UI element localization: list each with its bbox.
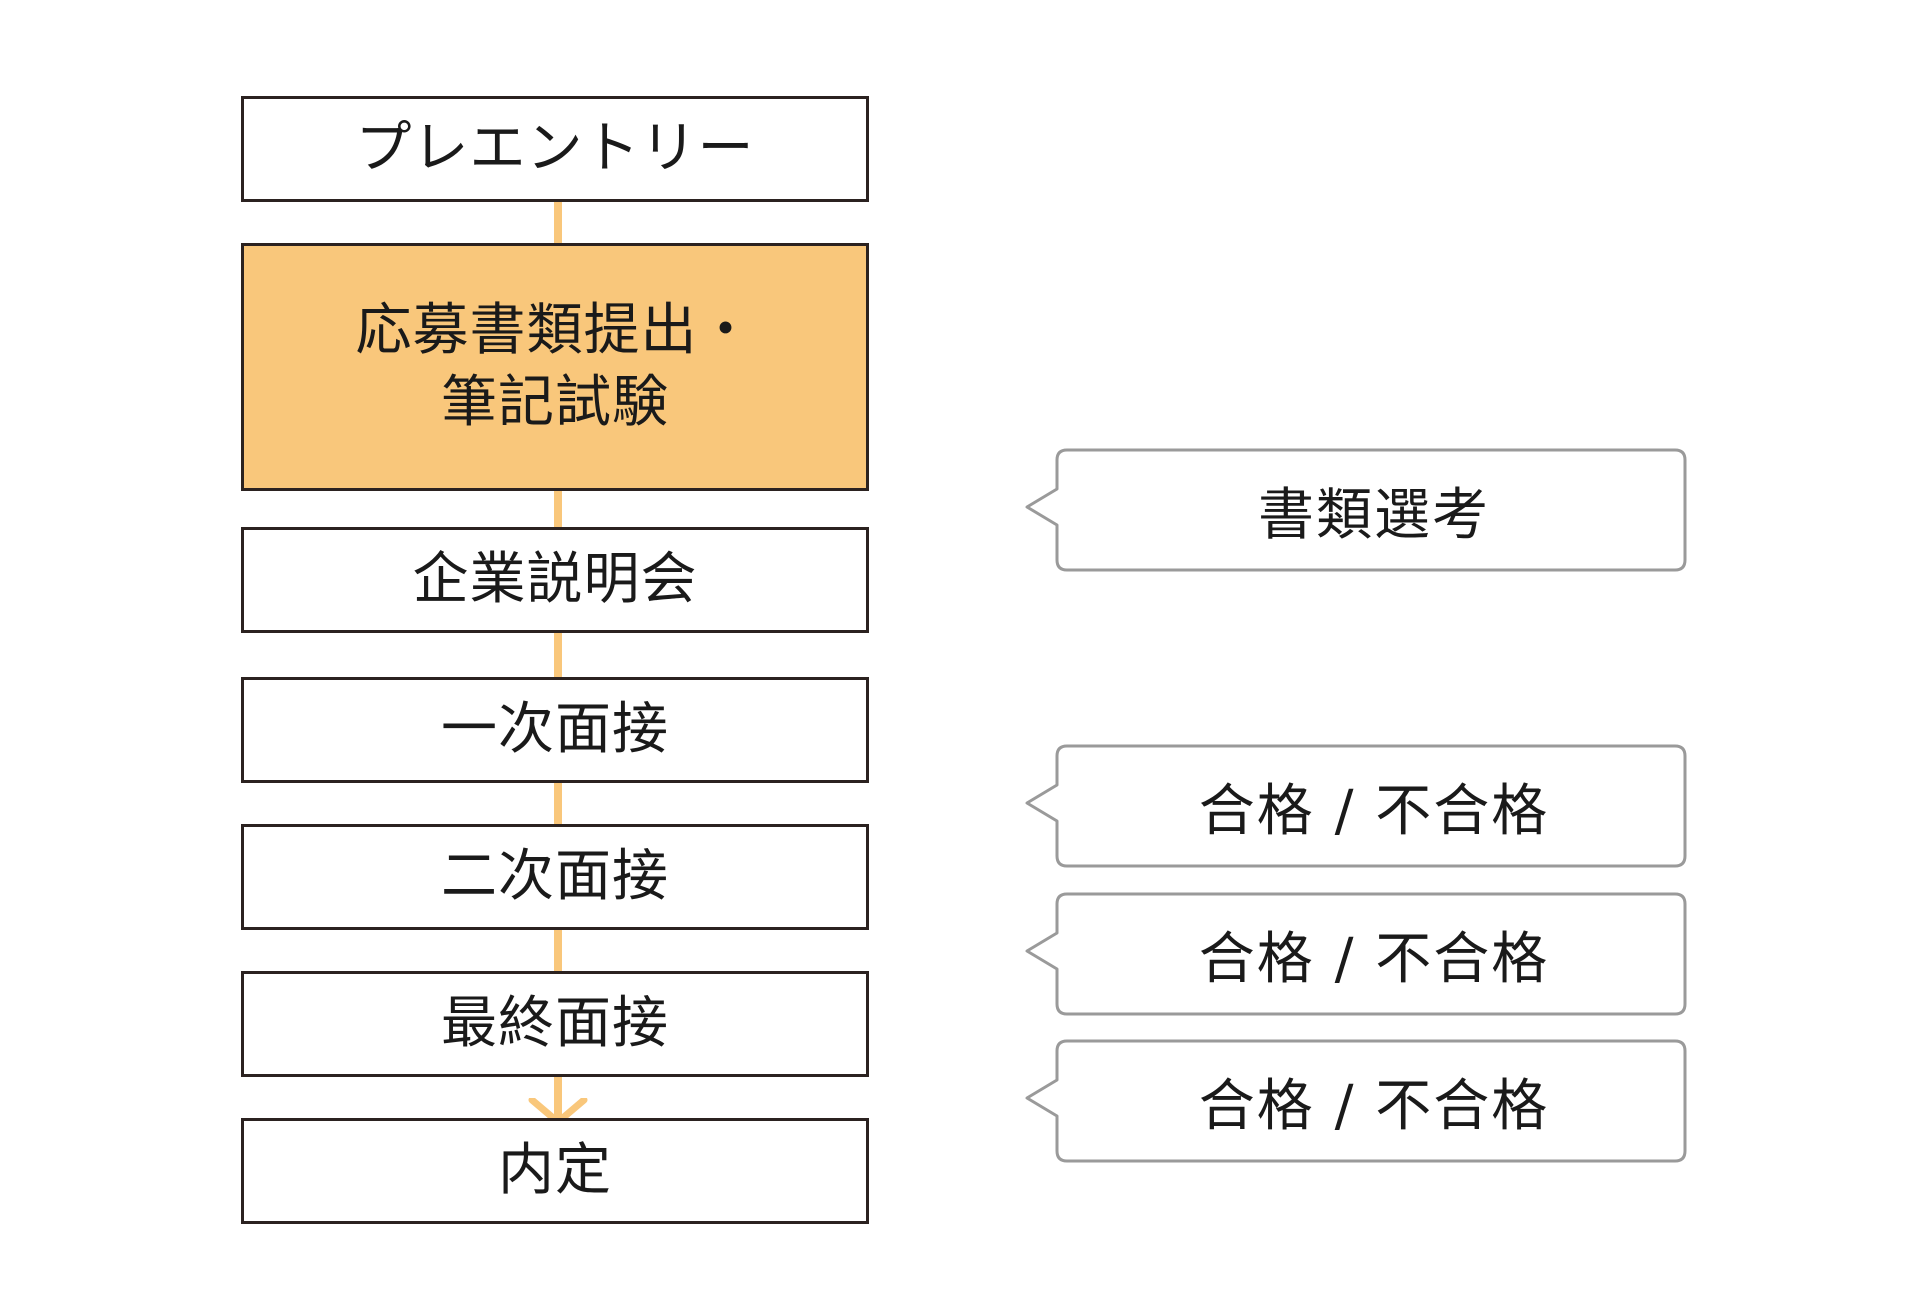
callout-bubble-shape: [1025, 1039, 1687, 1163]
callout-bubble-shape: [1025, 448, 1687, 572]
callout-first-interview-result: 合格 / 不合格: [1024, 743, 1688, 869]
connector-line: [554, 1075, 562, 1121]
connector-line: [554, 928, 562, 974]
callout-label: 書類選考: [1258, 482, 1490, 548]
connector-line: [554, 489, 562, 530]
step-label: プレエントリー: [355, 116, 755, 182]
callout-final-interview-result: 合格 / 不合格: [1024, 1038, 1688, 1164]
callout-document-screening: 書類選考: [1024, 447, 1688, 573]
step-company-briefing: 企業説明会: [241, 527, 869, 633]
step-pre-entry: プレエントリー: [241, 96, 869, 202]
connector-line: [554, 200, 562, 247]
step-label: 一次面接: [441, 697, 669, 763]
step-label: 最終面接: [441, 991, 669, 1057]
step-label-line-1: 応募書類提出・: [355, 298, 755, 364]
connector-line: [554, 781, 562, 827]
callout-label: 合格 / 不合格: [1198, 1073, 1550, 1139]
callout-bubble-shape: [1025, 892, 1687, 1016]
step-final-interview: 最終面接: [241, 971, 869, 1077]
callout-bubble-shape: [1025, 744, 1687, 868]
callout-label: 合格 / 不合格: [1198, 926, 1550, 992]
step-label: 内定: [498, 1138, 612, 1204]
step-job-offer: 内定: [241, 1118, 869, 1224]
step-second-interview: 二次面接: [241, 824, 869, 930]
step-label: 二次面接: [441, 844, 669, 910]
step-application-documents-written-test: 応募書類提出・ 筆記試験: [241, 243, 869, 491]
step-label-line-2: 筆記試験: [441, 370, 669, 435]
step-label: 企業説明会: [412, 547, 698, 613]
step-first-interview: 一次面接: [241, 677, 869, 783]
connector-line: [554, 631, 562, 680]
callout-label: 合格 / 不合格: [1198, 778, 1550, 844]
callout-second-interview-result: 合格 / 不合格: [1024, 891, 1688, 1017]
